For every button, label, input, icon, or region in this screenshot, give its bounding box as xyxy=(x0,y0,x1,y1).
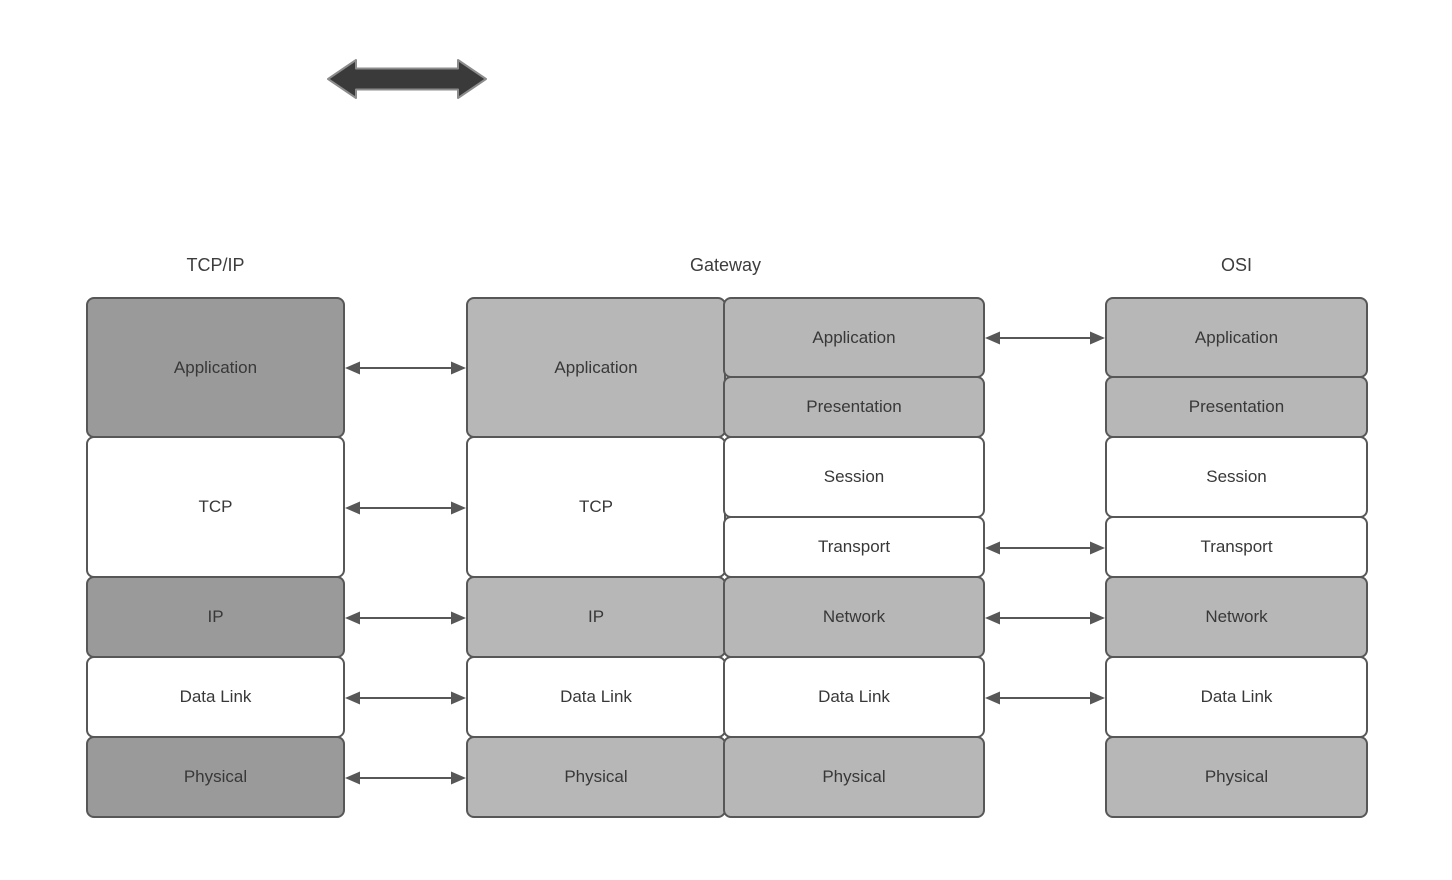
bidirectional-arrow xyxy=(345,691,466,705)
layer-label: Data Link xyxy=(560,686,632,706)
layer-label: Network xyxy=(1205,606,1268,626)
bidirectional-arrow xyxy=(345,611,466,625)
layer-label: Network xyxy=(822,606,886,626)
layer-label: Application xyxy=(1194,327,1279,347)
layer-box-physical: Physical xyxy=(1105,735,1368,818)
layer-box-physical: Physical xyxy=(466,735,726,818)
layer-label: IP xyxy=(587,606,605,626)
layer-label: TCP xyxy=(198,496,233,516)
layer-box-presentation: Presentation xyxy=(1105,375,1368,438)
bidirectional-arrow xyxy=(345,771,466,785)
layer-box-network: Network xyxy=(723,575,985,658)
column-title-osi: OSI xyxy=(1220,255,1252,275)
layer-label: Application xyxy=(812,327,896,347)
layer-box-data-link: Data Link xyxy=(1105,655,1368,738)
layer-box-data-link: Data Link xyxy=(723,655,985,738)
layer-box-network: Network xyxy=(1105,575,1368,658)
layer-box-physical: Physical xyxy=(723,735,985,818)
layer-box-session: Session xyxy=(1105,435,1368,518)
layer-label: Application xyxy=(173,357,258,377)
bidirectional-arrow xyxy=(345,501,466,515)
layer-label: Application xyxy=(554,357,638,377)
layer-label: Session xyxy=(823,466,885,486)
layer-box-ip: IP xyxy=(86,575,345,658)
layer-box-transport: Transport xyxy=(723,515,985,578)
layer-label: Data Link xyxy=(1200,686,1273,706)
layer-label: Physical xyxy=(564,766,628,786)
layer-box-application: Application xyxy=(1105,297,1368,378)
layer-label: TCP xyxy=(579,496,613,516)
layer-label: Physical xyxy=(183,766,248,786)
layer-label: Transport xyxy=(817,536,891,556)
layer-box-tcp: TCP xyxy=(466,435,726,578)
layer-box-data-link: Data Link xyxy=(86,655,345,738)
bidirectional-arrow xyxy=(985,331,1105,345)
layer-label: Presentation xyxy=(806,396,902,416)
bidirectional-arrow xyxy=(985,691,1105,705)
layer-box-session: Session xyxy=(723,435,985,518)
layer-box-application: Application xyxy=(723,297,985,378)
layer-box-application: Application xyxy=(86,297,345,438)
layer-box-data-link: Data Link xyxy=(466,655,726,738)
layer-box-transport: Transport xyxy=(1105,515,1368,578)
layer-label: Data Link xyxy=(179,686,252,706)
layer-box-application: Application xyxy=(466,297,726,438)
bidirectional-arrow xyxy=(985,541,1105,555)
layer-label: Presentation xyxy=(1188,396,1285,416)
thick-double-arrow-icon xyxy=(327,59,487,99)
layer-label: Physical xyxy=(822,766,886,786)
layer-label: Transport xyxy=(1200,536,1273,556)
layer-label: Session xyxy=(1206,466,1267,486)
layer-box-tcp: TCP xyxy=(86,435,345,578)
layer-label: Data Link xyxy=(818,686,890,706)
layer-label: IP xyxy=(207,606,224,626)
layer-box-presentation: Presentation xyxy=(723,375,985,438)
layer-box-physical: Physical xyxy=(86,735,345,818)
column-title-gateway: Gateway xyxy=(689,255,762,275)
column-title-tcpip: TCP/IP xyxy=(186,255,245,275)
layer-label: Physical xyxy=(1204,766,1269,786)
bidirectional-arrow xyxy=(345,361,466,375)
bidirectional-arrow xyxy=(985,611,1105,625)
layer-box-ip: IP xyxy=(466,575,726,658)
